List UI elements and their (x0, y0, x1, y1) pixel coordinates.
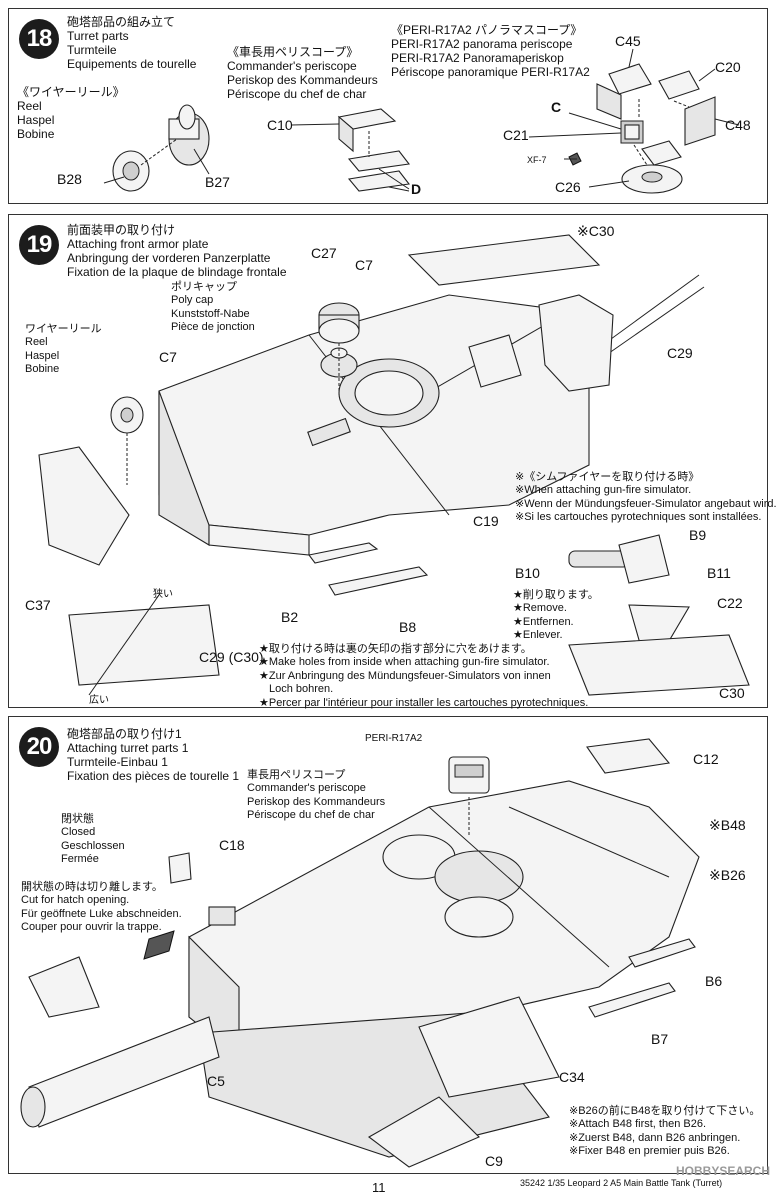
part-label-c9: C9 (485, 1153, 503, 1169)
closed-caption: 閉状態 Closed Geschlossen Fermée (61, 813, 125, 866)
reel-caption: 《ワイヤーリール》 Reel Haspel Bobine (17, 85, 125, 141)
step-18-drawing (103, 48, 740, 194)
peri-periscope-drawing (448, 756, 490, 837)
part-label-c5: C5 (207, 1073, 225, 1089)
part-label-c26: C26 (555, 179, 581, 195)
gun-barrel-drawing (20, 1016, 220, 1128)
step-20-panel: 20 砲塔部品の取り付け1 Attaching turret parts 1 T… (8, 716, 768, 1174)
part-label-c30: ※C30 (577, 223, 615, 239)
c29-plate-drawing (538, 294, 614, 392)
panorama-periscope-drawing (528, 48, 740, 194)
part-label-c20: C20 (715, 59, 741, 75)
part-label-c29: C29 (667, 345, 693, 361)
b6-b7-parts-drawing (588, 938, 696, 1018)
part-label-c21: C21 (503, 127, 529, 143)
page-number: 11 (372, 1180, 386, 1195)
title-fr: Equipements de tourelle (67, 57, 197, 71)
part-label-c12: C12 (693, 751, 719, 767)
part-label-b10: B10 (515, 565, 540, 581)
simulator-caption: ※《シムファイヤーを取り付ける時》 ※When attaching gun-fi… (515, 471, 777, 524)
simulator-parts-drawing (568, 534, 750, 696)
part-label-b27: B27 (205, 174, 230, 190)
commander-periscope-drawing (290, 108, 411, 192)
commander-periscope-caption: 《車長用ペリスコープ》 Commander's periscope Perisk… (227, 45, 378, 101)
inset-drawing (68, 594, 220, 696)
turret-body-drawing (158, 274, 705, 556)
step-title: 砲塔部品の組み立て Turret parts Turmteile Equipem… (67, 15, 196, 71)
step-19-drawing (38, 234, 750, 696)
hatch-cut-caption: 開状態の時は切り離します。 Cut for hatch opening. Für… (21, 881, 182, 934)
reel-drawing (110, 396, 144, 485)
title-de: Turmteile (67, 43, 117, 57)
part-label-b9: B9 (689, 527, 707, 543)
title-jp: 砲塔部品の組み立て (67, 15, 176, 29)
holes-caption: ★取り付ける時は裏の矢印の指す部分に穴をあけます。 ★Make holes fr… (259, 643, 589, 709)
part-label-b7: B7 (651, 1031, 669, 1047)
c37-plate-drawing (38, 446, 130, 566)
step-number: 19 (19, 225, 59, 265)
part-label-c29-c30: C29 (C30) (199, 649, 264, 665)
narrow-label: 狭い (153, 589, 173, 600)
part-label-b8: B8 (399, 619, 417, 635)
part-label-c45: C45 (615, 33, 641, 49)
part-label-c27: C27 (311, 245, 337, 261)
part-label-b48: ※B48 (709, 817, 746, 833)
wide-label: 広い (89, 695, 109, 706)
part-label-c30-lower: C30 (719, 685, 745, 701)
part-label-c19: C19 (473, 513, 499, 529)
b48-b26-order-note: ※B26の前にB48を取り付けて下さい。 ※Attach B48 first, … (569, 1105, 761, 1158)
b2-b8-parts-drawing (308, 542, 429, 596)
commander-periscope-caption: 車長用ペリスコープ Commander's periscope Periskop… (247, 769, 386, 822)
c12-plate-drawing (586, 738, 671, 774)
step-title: 前面装甲の取り付け Attaching front armor plate An… (67, 223, 287, 279)
remove-caption: ★削り取ります。 ★Remove. ★Entfernen. ★Enlever. (513, 589, 599, 642)
c18-hatch-drawing (28, 852, 236, 1018)
part-label-b26: ※B26 (709, 867, 746, 883)
c34-c9-parts-drawing (368, 996, 560, 1168)
part-label-c7-top: C7 (355, 257, 373, 273)
step-20-drawing (20, 738, 700, 1168)
part-label-c18: C18 (219, 837, 245, 853)
part-label-c10: C10 (267, 117, 293, 133)
part-label-b6: B6 (705, 973, 723, 989)
paint-label-xf7: XF-7 (527, 155, 547, 165)
part-label-c: C (551, 99, 562, 115)
part-label-d: D (411, 181, 422, 197)
part-label-c37: C37 (25, 597, 51, 613)
part-label-b11: B11 (707, 565, 731, 581)
c27-polycap-drawing (318, 302, 360, 395)
polycap-caption: ポリキャップ Poly cap Kunststoff-Nabe Pièce de… (171, 281, 255, 334)
step-number: 18 (19, 19, 59, 59)
part-label-c34: C34 (559, 1069, 585, 1085)
turret-body-drawing (188, 780, 700, 1158)
reel-parts-drawing (103, 104, 210, 192)
c30-plate-drawing (407, 234, 601, 286)
part-label-c48: C48 (725, 117, 751, 133)
part-label-c22: C22 (717, 595, 743, 611)
watermark: HOBBYSEARCH (676, 1164, 771, 1178)
step-number: 20 (19, 727, 59, 767)
step-18-panel: 18 砲塔部品の組み立て Turret parts Turmteile Equi… (8, 8, 768, 204)
part-label-b2: B2 (281, 609, 299, 625)
product-line: 35242 1/35 Leopard 2 A5 Main Battle Tank… (520, 1178, 723, 1188)
step-title: 砲塔部品の取り付け1 Attaching turret parts 1 Turm… (67, 727, 240, 783)
reel-caption: ワイヤーリール Reel Haspel Bobine (25, 323, 102, 376)
step-19-panel: 19 前面装甲の取り付け Attaching front armor plate… (8, 214, 777, 709)
peri-label: PERI-R17A2 (365, 733, 423, 744)
part-label-b28: B28 (57, 171, 82, 187)
title-en: Turret parts (67, 29, 129, 43)
panorama-periscope-caption: 《PERI-R17A2 パノラマスコープ》 PERI-R17A2 panoram… (391, 23, 590, 79)
part-label-c7-left: C7 (159, 349, 177, 365)
